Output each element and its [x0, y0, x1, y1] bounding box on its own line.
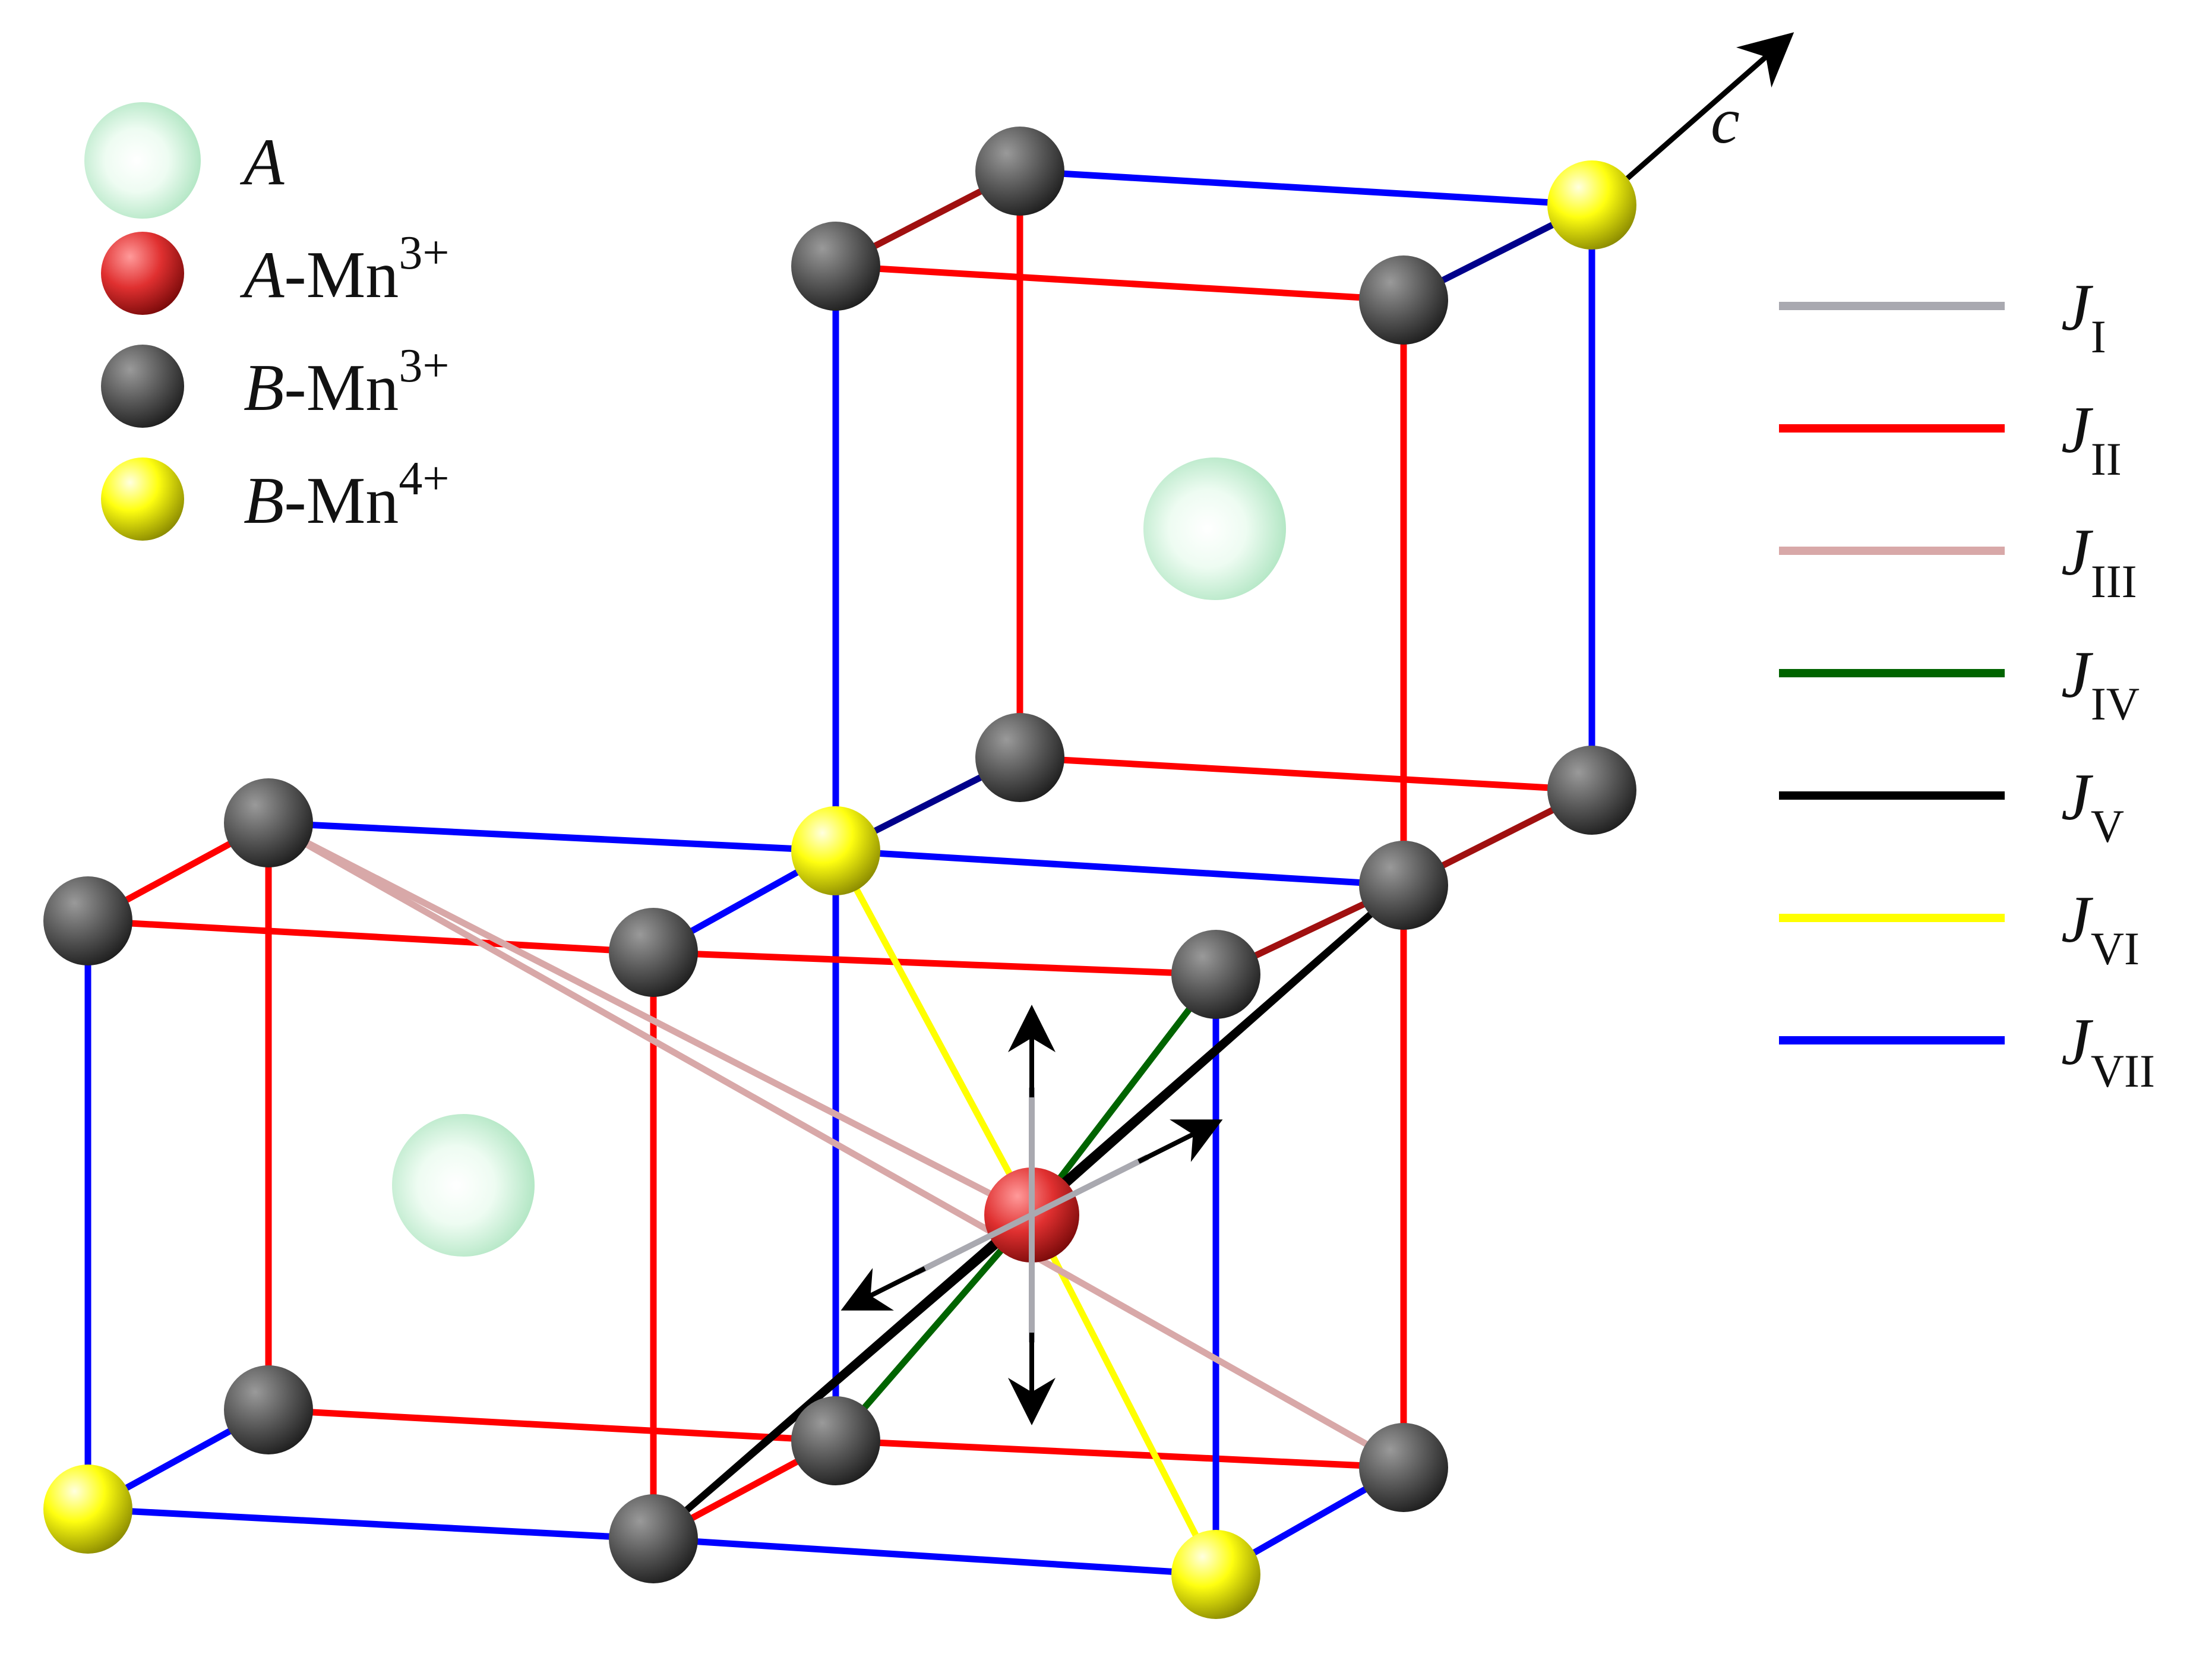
legend-bond-label: JIII — [2061, 516, 2137, 607]
atom-layer — [43, 127, 1636, 1619]
exchange-legend: JI JII JIII JIV JV JVI JVII — [1779, 271, 2155, 1097]
bond-edge — [1016, 168, 1595, 209]
exchange-bond — [267, 820, 1378, 1453]
b-mn4-atom — [791, 806, 880, 895]
spin-arrow-icon — [1137, 1119, 1223, 1164]
bond-edge — [832, 1437, 1407, 1471]
exchange-bond — [1029, 972, 1219, 1217]
b-mn3-atom — [1359, 255, 1448, 345]
bond-edge — [1016, 754, 1595, 794]
b-mn4-atom — [43, 1465, 132, 1554]
legend-atom-label: B-Mn3+ — [244, 340, 449, 425]
legend-bond-label: JVI — [2061, 883, 2140, 974]
sphere-icon — [101, 457, 184, 541]
bond-edge — [265, 1406, 839, 1444]
exchange-bond — [833, 1213, 1035, 1443]
sphere-icon — [84, 102, 201, 219]
bond-edge — [265, 819, 839, 854]
c-axis-arrow — [1626, 32, 1794, 181]
b-mn4-atom — [1171, 1530, 1260, 1619]
b-mn3-atom — [791, 222, 880, 311]
bond-edge — [832, 847, 1407, 889]
legend-bond-label: JV — [2061, 760, 2124, 852]
bond-edge — [650, 1535, 1219, 1578]
spin-shaft — [1030, 1154, 1149, 1218]
sphere-icon — [101, 232, 184, 315]
b-mn3-atom — [1359, 1423, 1448, 1512]
legend-bond-label: JIV — [2061, 638, 2140, 730]
b-mn3-atom — [224, 778, 313, 867]
b-mn3-atom — [609, 908, 698, 997]
bond-edge — [832, 263, 1407, 304]
spin-direction-arrows — [840, 1005, 1223, 1425]
b-mn3-atom — [224, 1365, 313, 1454]
c-axis-label: c — [1711, 84, 1740, 157]
a-site-atom — [1143, 457, 1286, 600]
b-mn3-atom — [1359, 841, 1448, 930]
legend-atom-label: A-Mn3+ — [239, 227, 449, 312]
b-mn4-atom — [1547, 160, 1636, 250]
b-mn3-atom — [1171, 930, 1260, 1019]
b-mn3-atom — [791, 1396, 880, 1485]
b-mn3-atom — [43, 876, 132, 965]
a-site-atom — [392, 1114, 535, 1257]
legend-bond-label: JVII — [2061, 1005, 2155, 1097]
b-mn3-atom — [609, 1494, 698, 1583]
legend-bond-label: JI — [2061, 271, 2106, 362]
atom-legend: A A-Mn3+ B-Mn3+ B-Mn4+ — [84, 102, 449, 541]
b-mn3-atom — [975, 713, 1064, 802]
legend-atom-label: B-Mn4+ — [244, 453, 449, 538]
spin-shaft — [914, 1212, 1034, 1276]
b-mn3-atom — [1547, 746, 1636, 835]
sphere-icon — [101, 345, 184, 428]
bond-edge — [84, 917, 657, 956]
spin-arrow-icon — [840, 1266, 926, 1311]
legend-atom-label: A — [239, 125, 285, 199]
c-axis: c — [1626, 32, 1794, 181]
exchange-bond — [833, 849, 1035, 1217]
b-mn3-atom — [975, 127, 1064, 216]
legend-bond-label: JII — [2061, 393, 2122, 485]
bond-edge — [84, 1506, 657, 1542]
bond-edge — [650, 949, 1219, 978]
exchange-bond — [267, 820, 1034, 1218]
